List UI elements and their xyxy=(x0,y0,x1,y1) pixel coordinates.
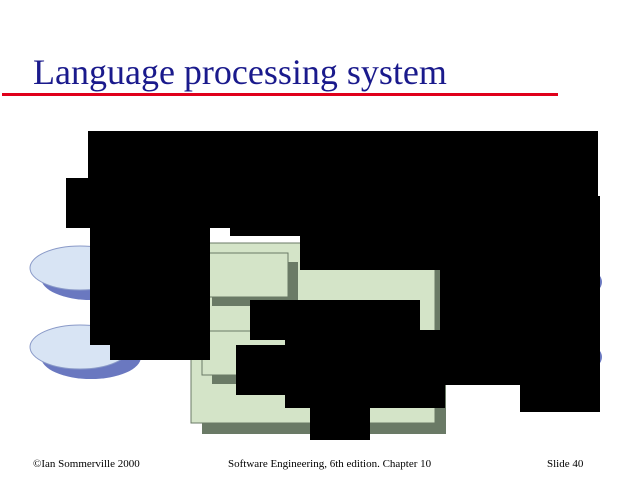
occluding-text-block xyxy=(520,380,600,412)
occluding-text-block xyxy=(310,405,370,440)
occluding-text-block xyxy=(110,330,170,360)
footer-slide-number: Slide 40 xyxy=(547,458,584,470)
footer-book-title: Software Engineering, 6th edition. Chapt… xyxy=(228,458,432,470)
occluding-text-block xyxy=(285,330,445,408)
occluding-text-block xyxy=(236,345,296,395)
slide-title: Language processing system xyxy=(33,52,447,92)
title-rule xyxy=(2,93,558,96)
footer-copyright: ©Ian Sommerville 2000 xyxy=(33,458,140,470)
occluding-text-block xyxy=(300,230,440,270)
occluding-text-block xyxy=(66,178,246,228)
component-box xyxy=(201,252,289,298)
occluding-text-block xyxy=(440,225,600,385)
